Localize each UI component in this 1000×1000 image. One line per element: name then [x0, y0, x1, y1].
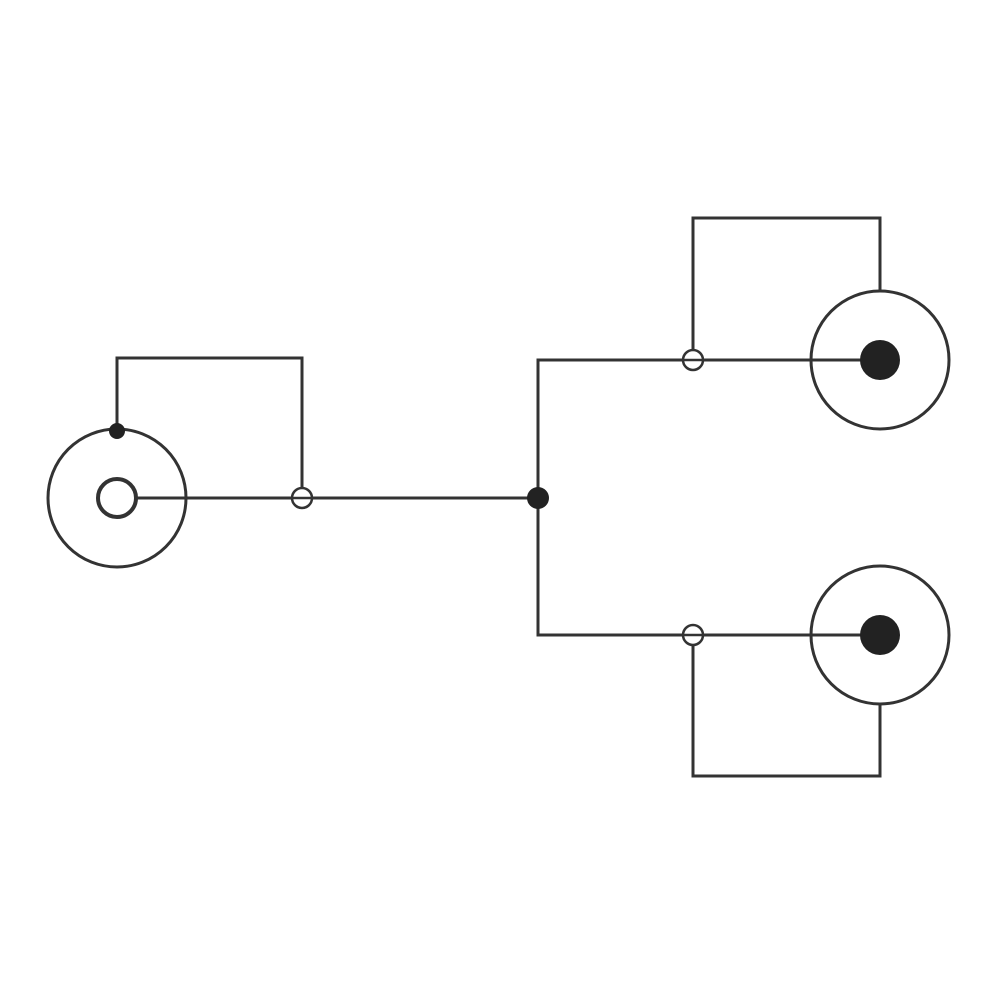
output-bottom-center-pin: [860, 615, 900, 655]
bottom-shield-loop-wire: [691, 633, 882, 778]
top-shield-node: [681, 348, 705, 372]
top-shield-loop-wire: [691, 216, 882, 362]
input-connector-center-ring: [96, 477, 138, 519]
bottom-shield-node: [681, 623, 705, 647]
split-branch-top-wire: [536, 358, 882, 500]
output-connector-bottom: [809, 564, 951, 706]
signal-split-node: [527, 487, 549, 509]
split-branch-bottom-wire: [536, 496, 882, 637]
input-shield-loop-wire: [115, 356, 304, 500]
output-bottom-outer-ring: [809, 564, 951, 706]
output-top-center-pin: [860, 340, 900, 380]
output-connector-top: [809, 289, 951, 431]
output-top-outer-ring: [809, 289, 951, 431]
input-shield-node: [290, 486, 314, 510]
input-shield-contact-dot: [109, 423, 125, 439]
